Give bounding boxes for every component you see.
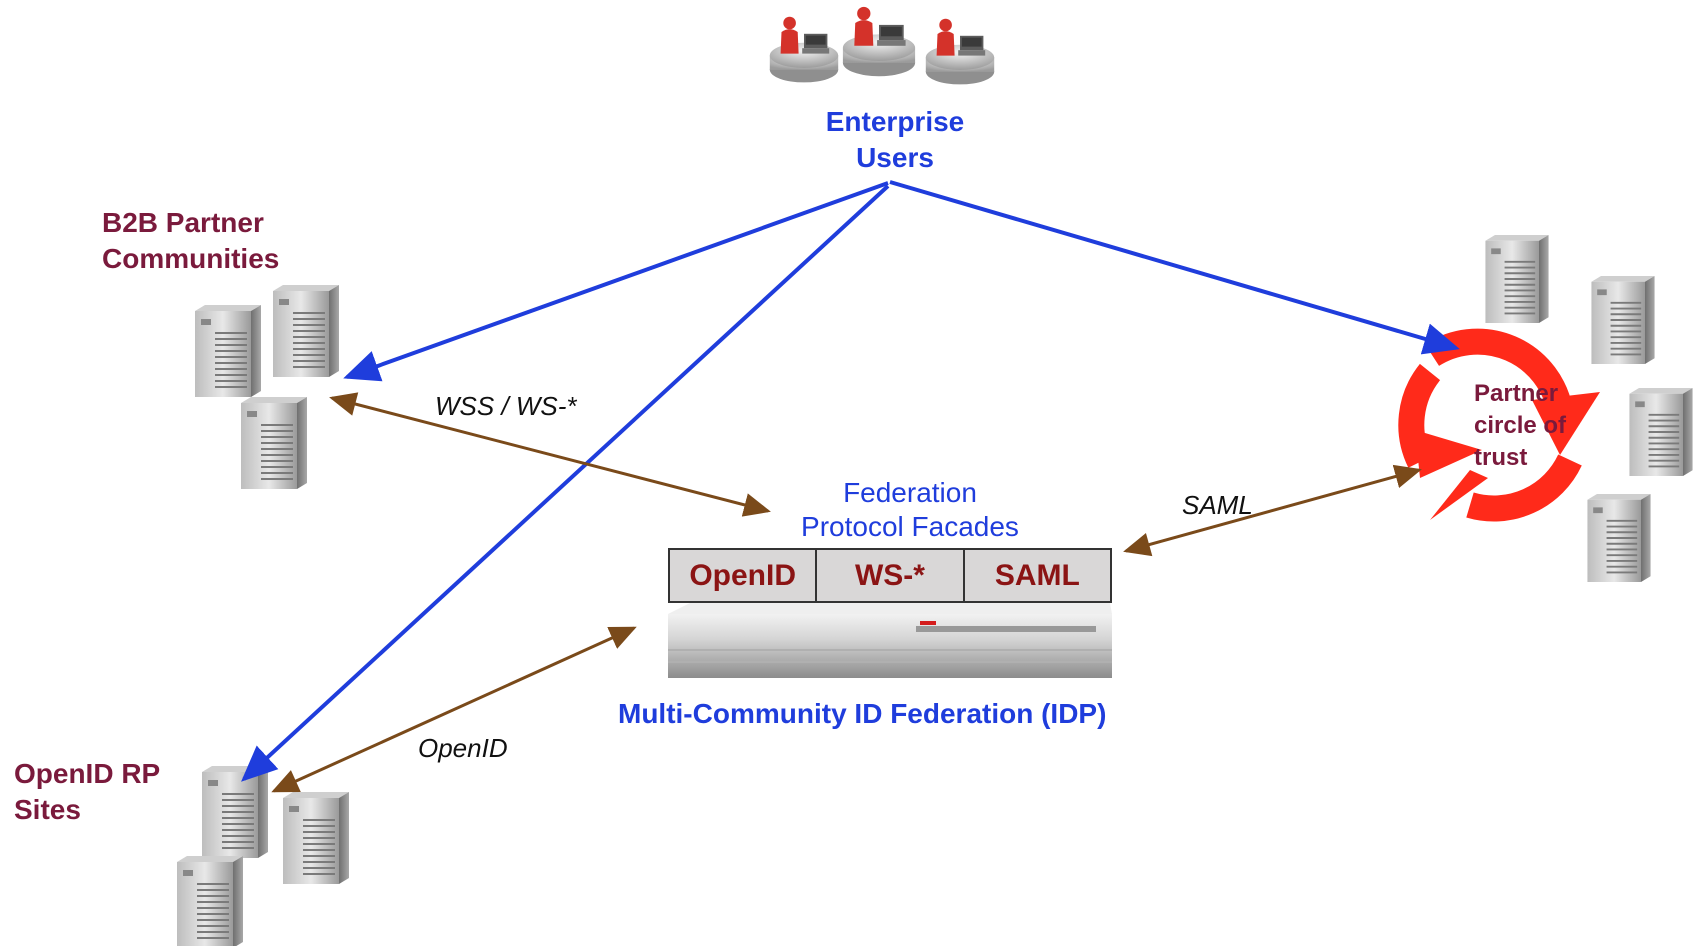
server-tower-icon [1629,388,1693,476]
wss-edge-label: WSS / WS-* [435,391,577,421]
openid-rp-line2: Sites [14,794,81,825]
server-tower-icon [177,856,243,946]
circle-line1: Partner [1474,380,1559,407]
b2b-partner-label: B2B Partner Communities [102,205,279,277]
openid-rp-label: OpenID RP Sites [14,756,160,828]
circular-arrow-heads [1415,392,1600,520]
server-tower-icon [1591,276,1655,364]
server-tower-icon [273,285,339,377]
server-tower-icon [241,397,307,489]
server-tower-icon [202,766,268,858]
server-tower-icon [1485,235,1549,323]
b2b-servers [195,285,339,489]
b2b-line2: Communities [102,243,280,274]
openid-rp-servers [177,766,349,946]
circle-line2: circle of [1474,412,1567,439]
protocol-facades: OpenID WS-* SAML [668,548,1112,603]
saml-edge-label: SAML [1182,490,1253,520]
enterprise-users-line2: Users [856,142,934,173]
openid-rp-line1: OpenID RP [14,758,161,789]
rack-server-icon [668,603,1112,678]
federation-line1: Federation [843,477,977,508]
idp-label: Multi-Community ID Federation (IDP) [618,698,1107,729]
wss-edge [329,392,771,517]
openid-edge-label: OpenID [418,733,508,763]
server-tower-icon [283,792,349,884]
federation-label: Federation Protocol Facades [760,476,1060,544]
b2b-line1: B2B Partner [102,207,264,238]
circle-line3: trust [1474,444,1528,471]
facade-saml: SAML [994,558,1080,592]
facade-openid: OpenID [670,550,818,601]
federation-line2: Protocol Facades [801,511,1019,542]
protocol-arrows [271,392,1422,793]
facade-ws: WS-* [817,550,965,601]
server-tower-icon [195,305,261,397]
server-tower-icon [1587,494,1651,582]
arrow-to-partner-circle [889,180,1460,355]
arrow-to-b2b [343,181,889,382]
enterprise-users-label: Enterprise Users [790,104,1000,176]
enterprise-users-line1: Enterprise [825,106,965,137]
openid-edge [271,626,637,793]
partner-circle-label: Partner circle of trust [1474,378,1566,474]
saml-edge [1123,464,1422,557]
user-at-desk-icon [769,6,995,85]
